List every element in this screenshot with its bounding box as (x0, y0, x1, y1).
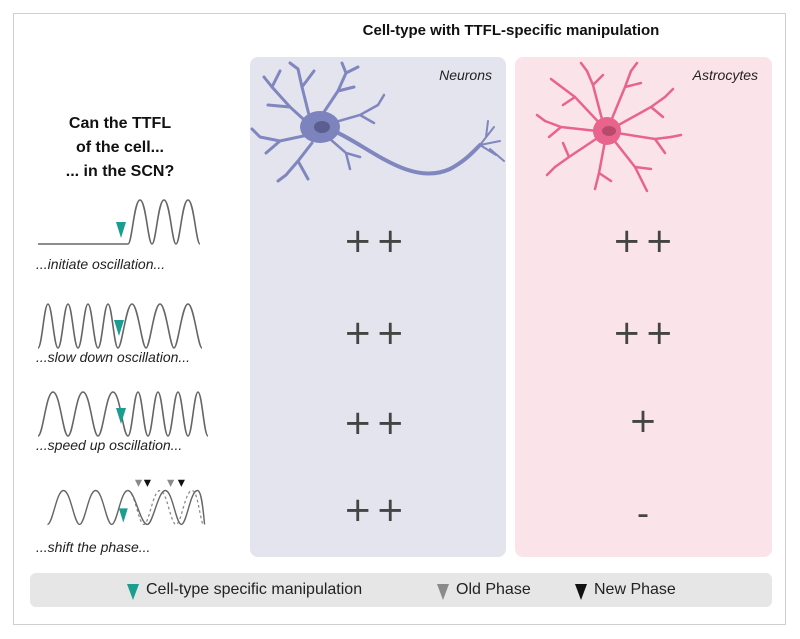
old-phase-marker-icon (167, 479, 175, 487)
score-astrocytes-shift-phase: - (636, 494, 654, 534)
figure-title: Cell-type with TTFL-specific manipulatio… (362, 22, 660, 39)
manipulation-marker-icon (116, 222, 126, 238)
speed-up-oscillation-trace (37, 391, 209, 437)
new-phase-marker-icon (575, 584, 587, 600)
old-phase-marker-icon (437, 584, 449, 600)
new-phase-marker-icon (143, 479, 151, 487)
score-neurons-slow-down: ++ (343, 313, 409, 353)
score-neurons-shift-phase: ++ (343, 490, 409, 530)
shift-phase-trace (47, 479, 206, 526)
score-astrocytes-slow-down: ++ (612, 313, 678, 353)
row-label-shift-phase: ...shift the phase... (36, 539, 151, 555)
row-label-slow-down: ...slow down oscillation... (36, 349, 191, 365)
new-phase-marker-icon (177, 479, 185, 487)
manipulation-marker-icon (114, 320, 124, 336)
slow-down-oscillation-trace (37, 303, 203, 349)
neurons-column-label: Neurons (439, 67, 492, 83)
score-neurons-initiate: ++ (343, 221, 409, 261)
manipulation-marker-icon (116, 408, 126, 424)
score-astrocytes-speed-up: + (628, 401, 662, 441)
astrocyte-illustration (535, 61, 683, 193)
legend: Cell-type specific manipulation Old Phas… (30, 573, 772, 607)
astrocytes-column-label: Astrocytes (692, 67, 758, 83)
row-label-speed-up: ...speed up oscillation... (36, 437, 183, 453)
row-label-initiate: ...initiate oscillation... (36, 256, 166, 272)
neurons-column: Neurons (250, 57, 506, 557)
initiate-oscillation-trace (38, 199, 201, 245)
question-heading: Can the TTFL of the cell... ... in the S… (65, 115, 175, 180)
astrocytes-column: Astrocytes (515, 57, 772, 557)
score-astrocytes-initiate: ++ (612, 221, 678, 261)
manipulation-marker-icon (127, 584, 139, 600)
neuron-illustration (250, 61, 505, 183)
old-phase-marker-icon (134, 479, 143, 487)
score-neurons-speed-up: ++ (343, 403, 409, 443)
manipulation-marker-icon (118, 508, 128, 523)
